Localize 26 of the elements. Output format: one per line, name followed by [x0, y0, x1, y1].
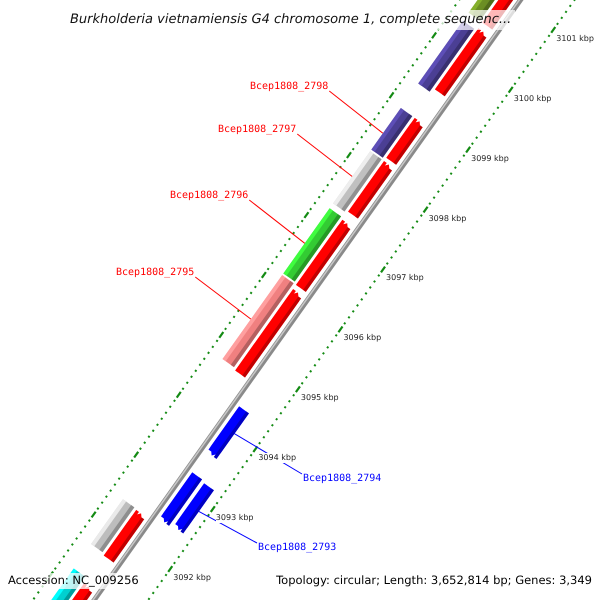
scale-label: 3098 kbp — [428, 214, 466, 224]
gene-feature — [371, 108, 412, 158]
leader-line — [328, 90, 384, 134]
gene-feature — [222, 275, 294, 368]
gene-label: Bcep1808_2796 — [170, 190, 248, 202]
summary-text: Topology: circular; Length: 3,652,814 bp; Genes: 3,349 — [274, 573, 594, 589]
scale-label: 3100 kbp — [514, 94, 552, 104]
leader-line — [194, 276, 252, 320]
leader-line — [248, 200, 306, 244]
gene-label: Bcep1808_2795 — [116, 267, 194, 279]
scale-label: 3099 kbp — [471, 154, 509, 164]
gene-label: Bcep1808_2797 — [218, 124, 296, 136]
gene-feature — [208, 406, 249, 459]
leader-line — [198, 510, 258, 544]
gene-feature — [333, 151, 382, 212]
scale-label: 3096 kbp — [343, 333, 382, 343]
scale-label: 3097 kbp — [386, 273, 424, 284]
gene-feature — [283, 208, 342, 282]
gene-label: Bcep1808_2798 — [250, 81, 328, 93]
gene-label: Bcep1808_2794 — [303, 473, 382, 485]
gene-feature — [175, 483, 214, 534]
gene-label: Bcep1808_2793 — [258, 542, 336, 554]
accession-text: Accession: NC_009256 — [6, 573, 141, 589]
scale-label: 3101 kbp — [556, 34, 594, 44]
scale-label: 3092 kbp — [173, 572, 211, 583]
leader-line — [296, 134, 353, 177]
